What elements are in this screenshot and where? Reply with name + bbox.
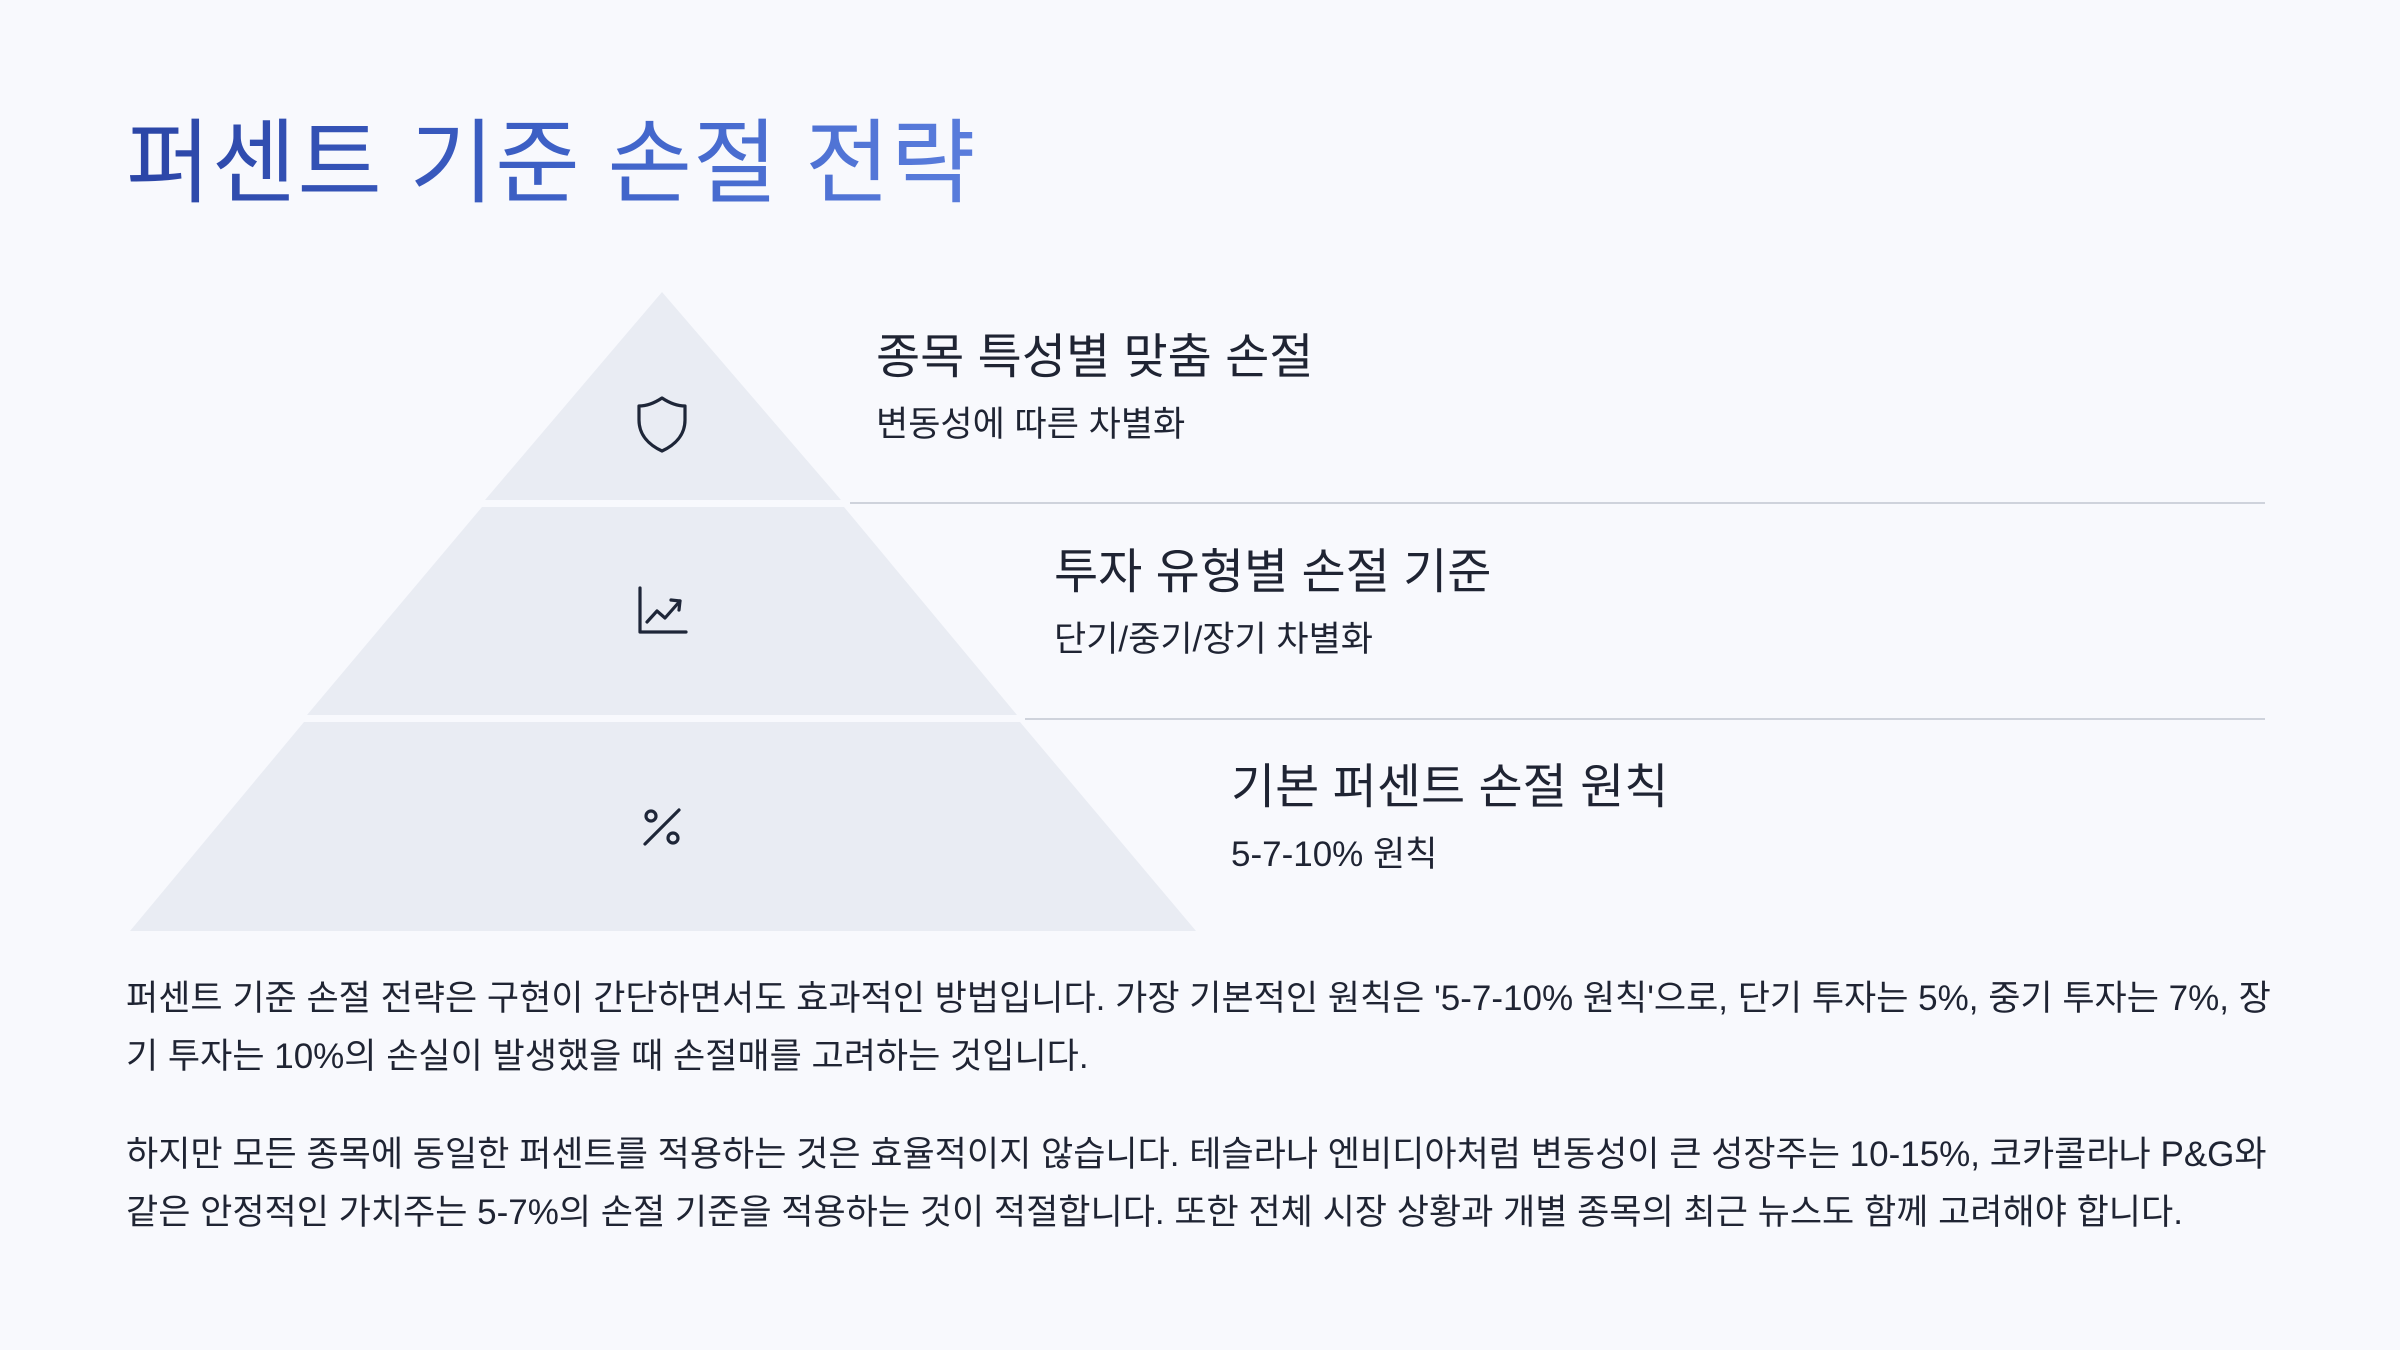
level-bottom: 기본 퍼센트 손절 원칙 5-7-10% 원칙 bbox=[1231, 758, 1668, 878]
page-title: 퍼센트 기준 손절 전략 bbox=[126, 104, 976, 224]
level-bottom-title: 기본 퍼센트 손절 원칙 bbox=[1231, 761, 1669, 814]
percent-icon bbox=[643, 808, 681, 846]
level-middle: 투자 유형별 손절 기준 단기/중기/장기 차별화 bbox=[1054, 543, 1491, 663]
level-top-title: 종목 특성별 맞춤 손절 bbox=[876, 331, 1314, 384]
level-bottom-subtitle: 5-7-10% 원칙 bbox=[1231, 835, 1438, 874]
level-middle-title: 투자 유형별 손절 기준 bbox=[1054, 546, 1492, 599]
shield-icon bbox=[637, 396, 687, 453]
pyramid-segment-top bbox=[485, 292, 841, 500]
level-middle-subtitle: 단기/중기/장기 차별화 bbox=[1054, 620, 1373, 659]
level-top: 종목 특성별 맞춤 손절 변동성에 따른 차별화 bbox=[876, 328, 1313, 448]
pyramid-segment-middle bbox=[307, 507, 1017, 715]
chart-trend-icon bbox=[638, 586, 688, 634]
body-paragraph-2: 하지만 모든 종목에 동일한 퍼센트를 적용하는 것은 효율적이지 않습니다. … bbox=[126, 1135, 2267, 1232]
level-top-subtitle: 변동성에 따른 차별화 bbox=[876, 405, 1186, 444]
body-paragraph-1: 퍼센트 기준 손절 전략은 구현이 간단하면서도 효과적인 방법입니다. 가장 … bbox=[126, 979, 2271, 1076]
